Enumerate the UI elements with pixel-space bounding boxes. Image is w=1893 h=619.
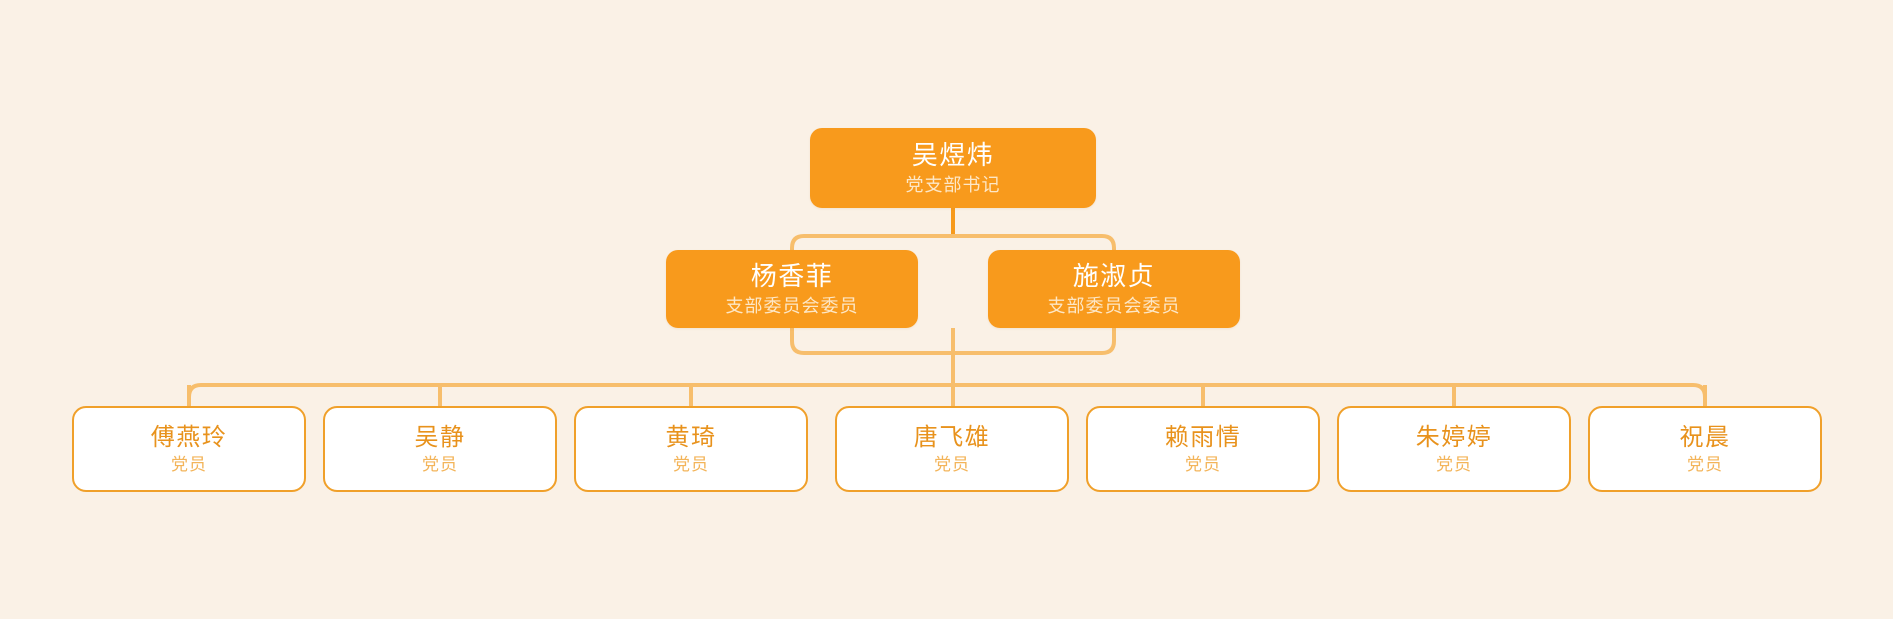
org-node-name: 施淑贞 bbox=[1072, 260, 1156, 291]
org-node-name: 黄琦 bbox=[665, 423, 717, 451]
org-node-member-4[interactable]: 赖雨情 党员 bbox=[1086, 406, 1320, 492]
org-node-name: 吴静 bbox=[414, 423, 466, 451]
org-node-name: 祝晨 bbox=[1679, 423, 1731, 451]
org-node-manager-1[interactable]: 施淑贞 支部委员会委员 bbox=[988, 250, 1240, 328]
org-node-role: 党员 bbox=[1185, 454, 1221, 474]
org-node-name: 吴煜炜 bbox=[911, 139, 995, 170]
org-node-member-1[interactable]: 吴静 党员 bbox=[323, 406, 557, 492]
org-node-name: 朱婷婷 bbox=[1415, 423, 1493, 451]
org-node-name: 杨香菲 bbox=[750, 260, 834, 291]
org-node-role: 党员 bbox=[673, 454, 709, 474]
connector-leaf-rail bbox=[187, 383, 1707, 408]
org-node-name: 傅燕玲 bbox=[150, 423, 228, 451]
org-node-name: 赖雨情 bbox=[1164, 423, 1242, 451]
org-node-root[interactable]: 吴煜炜 党支部书记 bbox=[810, 128, 1096, 208]
org-node-name: 唐飞雄 bbox=[913, 423, 991, 451]
org-node-role: 党员 bbox=[422, 454, 458, 474]
org-node-role: 党支部书记 bbox=[905, 174, 1001, 195]
org-node-role: 党员 bbox=[1687, 454, 1723, 474]
org-node-role: 党员 bbox=[934, 454, 970, 474]
org-node-member-5[interactable]: 朱婷婷 党员 bbox=[1337, 406, 1571, 492]
org-node-member-2[interactable]: 黄琦 党员 bbox=[574, 406, 808, 492]
connector-level2-bottom-rail bbox=[790, 326, 1116, 355]
org-node-role: 党员 bbox=[171, 454, 207, 474]
org-node-manager-0[interactable]: 杨香菲 支部委员会委员 bbox=[666, 250, 918, 328]
org-node-member-6[interactable]: 祝晨 党员 bbox=[1588, 406, 1822, 492]
org-node-member-3[interactable]: 唐飞雄 党员 bbox=[835, 406, 1069, 492]
org-node-role: 支部委员会委员 bbox=[725, 295, 859, 316]
org-node-member-0[interactable]: 傅燕玲 党员 bbox=[72, 406, 306, 492]
org-node-role: 支部委员会委员 bbox=[1047, 295, 1181, 316]
connector-level2-rail bbox=[790, 234, 1116, 252]
org-node-role: 党员 bbox=[1436, 454, 1472, 474]
